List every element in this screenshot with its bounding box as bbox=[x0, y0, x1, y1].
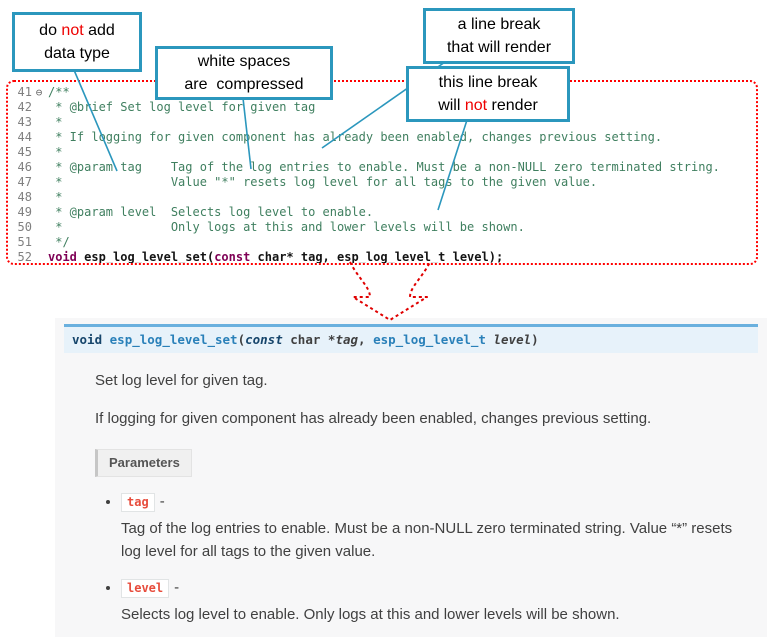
callout-do-not-add-data-type: do not add data type bbox=[12, 12, 142, 72]
function-signature: void esp_log_level_set(const char *tag, … bbox=[72, 332, 539, 347]
line-number: 47 bbox=[17, 175, 32, 189]
code-text: * bbox=[48, 190, 63, 204]
code-text: void esp_log_level_set(const char* tag, … bbox=[48, 250, 504, 264]
line-number: 41 bbox=[17, 85, 32, 99]
code-text: * If logging for given component has alr… bbox=[48, 130, 663, 144]
code-line: 49 * @param level Selects log level to e… bbox=[8, 205, 756, 220]
callout-text-line: this line break bbox=[438, 74, 538, 91]
callout-text-line: a line break bbox=[457, 16, 541, 33]
line-number: 45 bbox=[17, 145, 32, 159]
callout-text-line: that will render bbox=[446, 39, 552, 56]
parameters-label: Parameters bbox=[95, 449, 192, 477]
flow-arrow-icon bbox=[349, 261, 431, 321]
line-number: 46 bbox=[17, 160, 32, 174]
detailed-description: If logging for given component has alrea… bbox=[95, 410, 652, 427]
fold-gutter bbox=[32, 115, 46, 130]
line-number: 43 bbox=[17, 115, 32, 129]
code-text: * bbox=[48, 145, 63, 159]
parameter-item: level- Selects log level to enable. Only … bbox=[121, 579, 751, 626]
code-text: * @param level Selects log level to enab… bbox=[48, 205, 374, 219]
sig-type: char * bbox=[282, 332, 336, 347]
sig-const: const bbox=[245, 332, 283, 347]
code-text: */ bbox=[48, 235, 70, 249]
code-text: * @param tag Tag of the log entries to e… bbox=[48, 160, 720, 174]
line-number: 51 bbox=[17, 235, 32, 249]
code-text: * Value "*" resets log level for all tag… bbox=[48, 175, 598, 189]
docs-body: Set log level for given tag. If logging … bbox=[55, 370, 767, 626]
line-number: 52 bbox=[17, 250, 32, 264]
fold-gutter bbox=[32, 145, 46, 160]
fold-gutter bbox=[32, 205, 46, 220]
type-link[interactable]: esp_log_level_t bbox=[373, 332, 486, 347]
fold-gutter bbox=[32, 190, 46, 205]
code-line: 44 * If logging for given component has … bbox=[8, 130, 756, 145]
line-number: 44 bbox=[17, 130, 32, 144]
code-line: 43 * bbox=[8, 115, 756, 130]
sig-punct: ) bbox=[531, 332, 539, 347]
code-line: 45 * bbox=[8, 145, 756, 160]
code-line: 42 * @brief Set log level for given tag bbox=[8, 100, 756, 115]
brief-description: Set log level for given tag. bbox=[95, 372, 268, 389]
code-line: 47 * Value "*" resets log level for all … bbox=[8, 175, 756, 190]
code-editor: 41⊖/**42 * @brief Set log level for give… bbox=[6, 80, 758, 265]
code-text: * Only logs at this and lower levels wil… bbox=[48, 220, 525, 234]
code-line: 52 void esp_log_level_set(const char* tag… bbox=[8, 250, 756, 264]
line-number: 42 bbox=[17, 100, 32, 114]
code-line: 46 * @param tag Tag of the log entries t… bbox=[8, 160, 756, 175]
callout-line-break-renders: a line break that will render bbox=[423, 8, 575, 64]
fold-gutter bbox=[32, 130, 46, 145]
callout-text-line: are compressed bbox=[184, 76, 304, 93]
parameter-name-code: tag bbox=[121, 493, 155, 512]
parameter-name-code: level bbox=[121, 579, 170, 598]
code-text: /** bbox=[48, 85, 70, 99]
signature-bar: void esp_log_level_set(const char *tag, … bbox=[64, 324, 758, 353]
line-number: 48 bbox=[17, 190, 32, 204]
callout-text-line: white spaces bbox=[197, 53, 291, 70]
parameter-item: tag- Tag of the log entries to enable. Mu… bbox=[121, 493, 751, 563]
parameter-description: Selects log level to enable. Only logs a… bbox=[121, 606, 620, 623]
callout-text-line: do not add bbox=[39, 22, 115, 39]
code-text: * bbox=[48, 115, 63, 129]
fold-gutter bbox=[32, 235, 46, 250]
fold-gutter bbox=[32, 175, 46, 190]
sig-name: esp_log_level_set bbox=[109, 332, 238, 347]
fold-gutter bbox=[32, 160, 46, 175]
sig-punct: , bbox=[358, 332, 374, 347]
code-lines: 41⊖/**42 * @brief Set log level for give… bbox=[8, 85, 756, 264]
sig-param: tag bbox=[335, 332, 359, 347]
fold-gutter bbox=[32, 250, 46, 263]
sig-param: level bbox=[493, 332, 532, 347]
parameter-description: Tag of the log entries to enable. Must b… bbox=[121, 520, 733, 560]
line-number: 49 bbox=[17, 205, 32, 219]
callout-text-line: data type bbox=[44, 45, 110, 62]
rendered-docs-panel: void esp_log_level_set(const char *tag, … bbox=[55, 318, 767, 637]
code-text: * @brief Set log level for given tag bbox=[48, 100, 316, 114]
code-line: 51 */ bbox=[8, 235, 756, 250]
parameters-list: tag-Tag of the log entries to enable. Mu… bbox=[95, 493, 751, 626]
sig-kw: void bbox=[72, 332, 110, 347]
fold-gutter bbox=[32, 100, 46, 115]
fold-collapse-icon[interactable]: ⊖ bbox=[35, 86, 43, 99]
callout-text-line: will not render bbox=[438, 97, 538, 114]
parameter-separator: - bbox=[174, 579, 180, 596]
callout-white-spaces-compressed: white spaces are compressed bbox=[155, 46, 333, 100]
code-line: 50 * Only logs at this and lower levels … bbox=[8, 220, 756, 235]
fold-gutter bbox=[32, 220, 46, 235]
callout-line-break-not-render: this line break will not render bbox=[406, 66, 570, 122]
parameter-separator: - bbox=[159, 493, 165, 510]
code-line: 48 * bbox=[8, 190, 756, 205]
sig-punct bbox=[486, 332, 494, 347]
line-number: 50 bbox=[17, 220, 32, 234]
code-line: 41⊖ /** bbox=[8, 85, 756, 100]
sig-punct: ( bbox=[237, 332, 246, 347]
